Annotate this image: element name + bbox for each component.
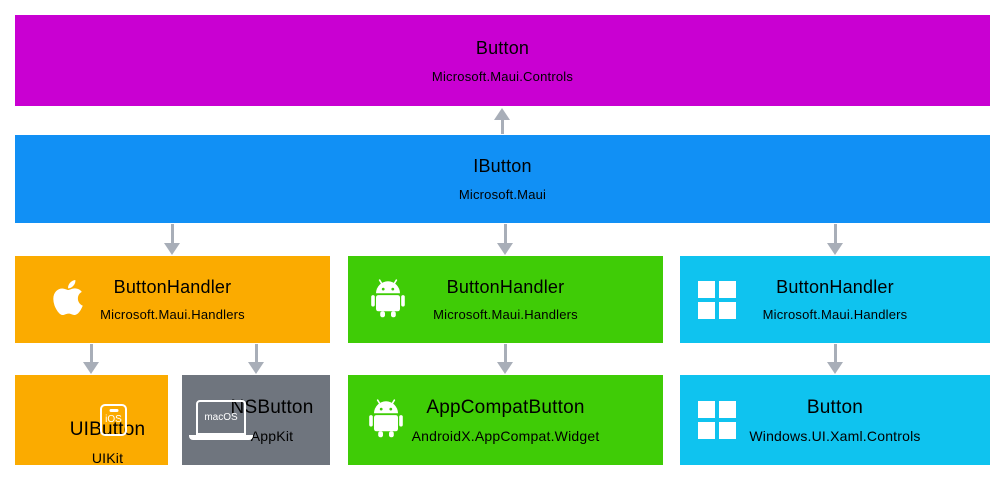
handler-box-android: ButtonHandler Microsoft.Maui.Handlers <box>348 256 663 343</box>
iphone-icon: iOS <box>100 404 127 436</box>
ios-badge: iOS <box>105 414 122 425</box>
windows-icon <box>698 280 736 319</box>
box-title: Button <box>806 396 864 418</box>
handler-box-windows: ButtonHandler Microsoft.Maui.Handlers <box>680 256 990 343</box>
box-subtitle: Microsoft.Maui.Handlers <box>100 307 245 322</box>
box-subtitle: Microsoft.Maui.Handlers <box>433 307 578 322</box>
box-title: Button <box>475 37 530 58</box>
native-box-android: AppCompatButton AndroidX.AppCompat.Widge… <box>348 375 663 465</box>
arrow-down-icon <box>248 344 264 374</box>
arrow-down-icon <box>827 224 843 255</box>
native-box-macos: macOS NSButton AppKit <box>182 375 330 465</box>
box-subtitle: AppKit <box>250 427 294 444</box>
handler-box-apple: ButtonHandler Microsoft.Maui.Handlers <box>15 256 330 343</box>
box-subtitle: Microsoft.Maui.Controls <box>431 68 574 84</box>
box-title: ButtonHandler <box>776 277 894 297</box>
native-box-ios: iOS UIButton UIKit <box>15 375 168 465</box>
android-icon <box>370 274 406 325</box>
arrow-up-icon <box>494 108 510 134</box>
arrow-down-icon <box>827 344 843 374</box>
arrow-down-icon <box>164 224 180 255</box>
arrow-down-icon <box>83 344 99 374</box>
interface-box: IButton Microsoft.Maui <box>15 135 990 223</box>
apple-icon <box>51 277 85 322</box>
box-subtitle: Microsoft.Maui.Handlers <box>762 307 908 322</box>
box-title: ButtonHandler <box>446 277 565 297</box>
virtual-view-box: Button Microsoft.Maui.Controls <box>15 15 990 106</box>
box-subtitle: UIKit <box>91 450 124 466</box>
box-title: IButton <box>473 156 532 176</box>
arrow-down-icon <box>497 344 513 374</box>
box-subtitle: Windows.UI.Xaml.Controls <box>749 427 921 444</box>
box-subtitle: Microsoft.Maui <box>458 187 547 202</box>
windows-icon <box>698 401 736 439</box>
box-title: ButtonHandler <box>113 277 232 297</box>
android-icon <box>368 395 404 446</box>
macbook-icon: macOS <box>189 400 253 440</box>
arrow-down-icon <box>497 224 513 255</box>
box-subtitle: AndroidX.AppCompat.Widget <box>411 427 600 444</box>
box-title: NSButton <box>230 396 314 418</box>
box-title: AppCompatButton <box>426 396 585 418</box>
macos-badge: macOS <box>204 411 238 423</box>
native-box-windows: Button Windows.UI.Xaml.Controls <box>680 375 990 465</box>
